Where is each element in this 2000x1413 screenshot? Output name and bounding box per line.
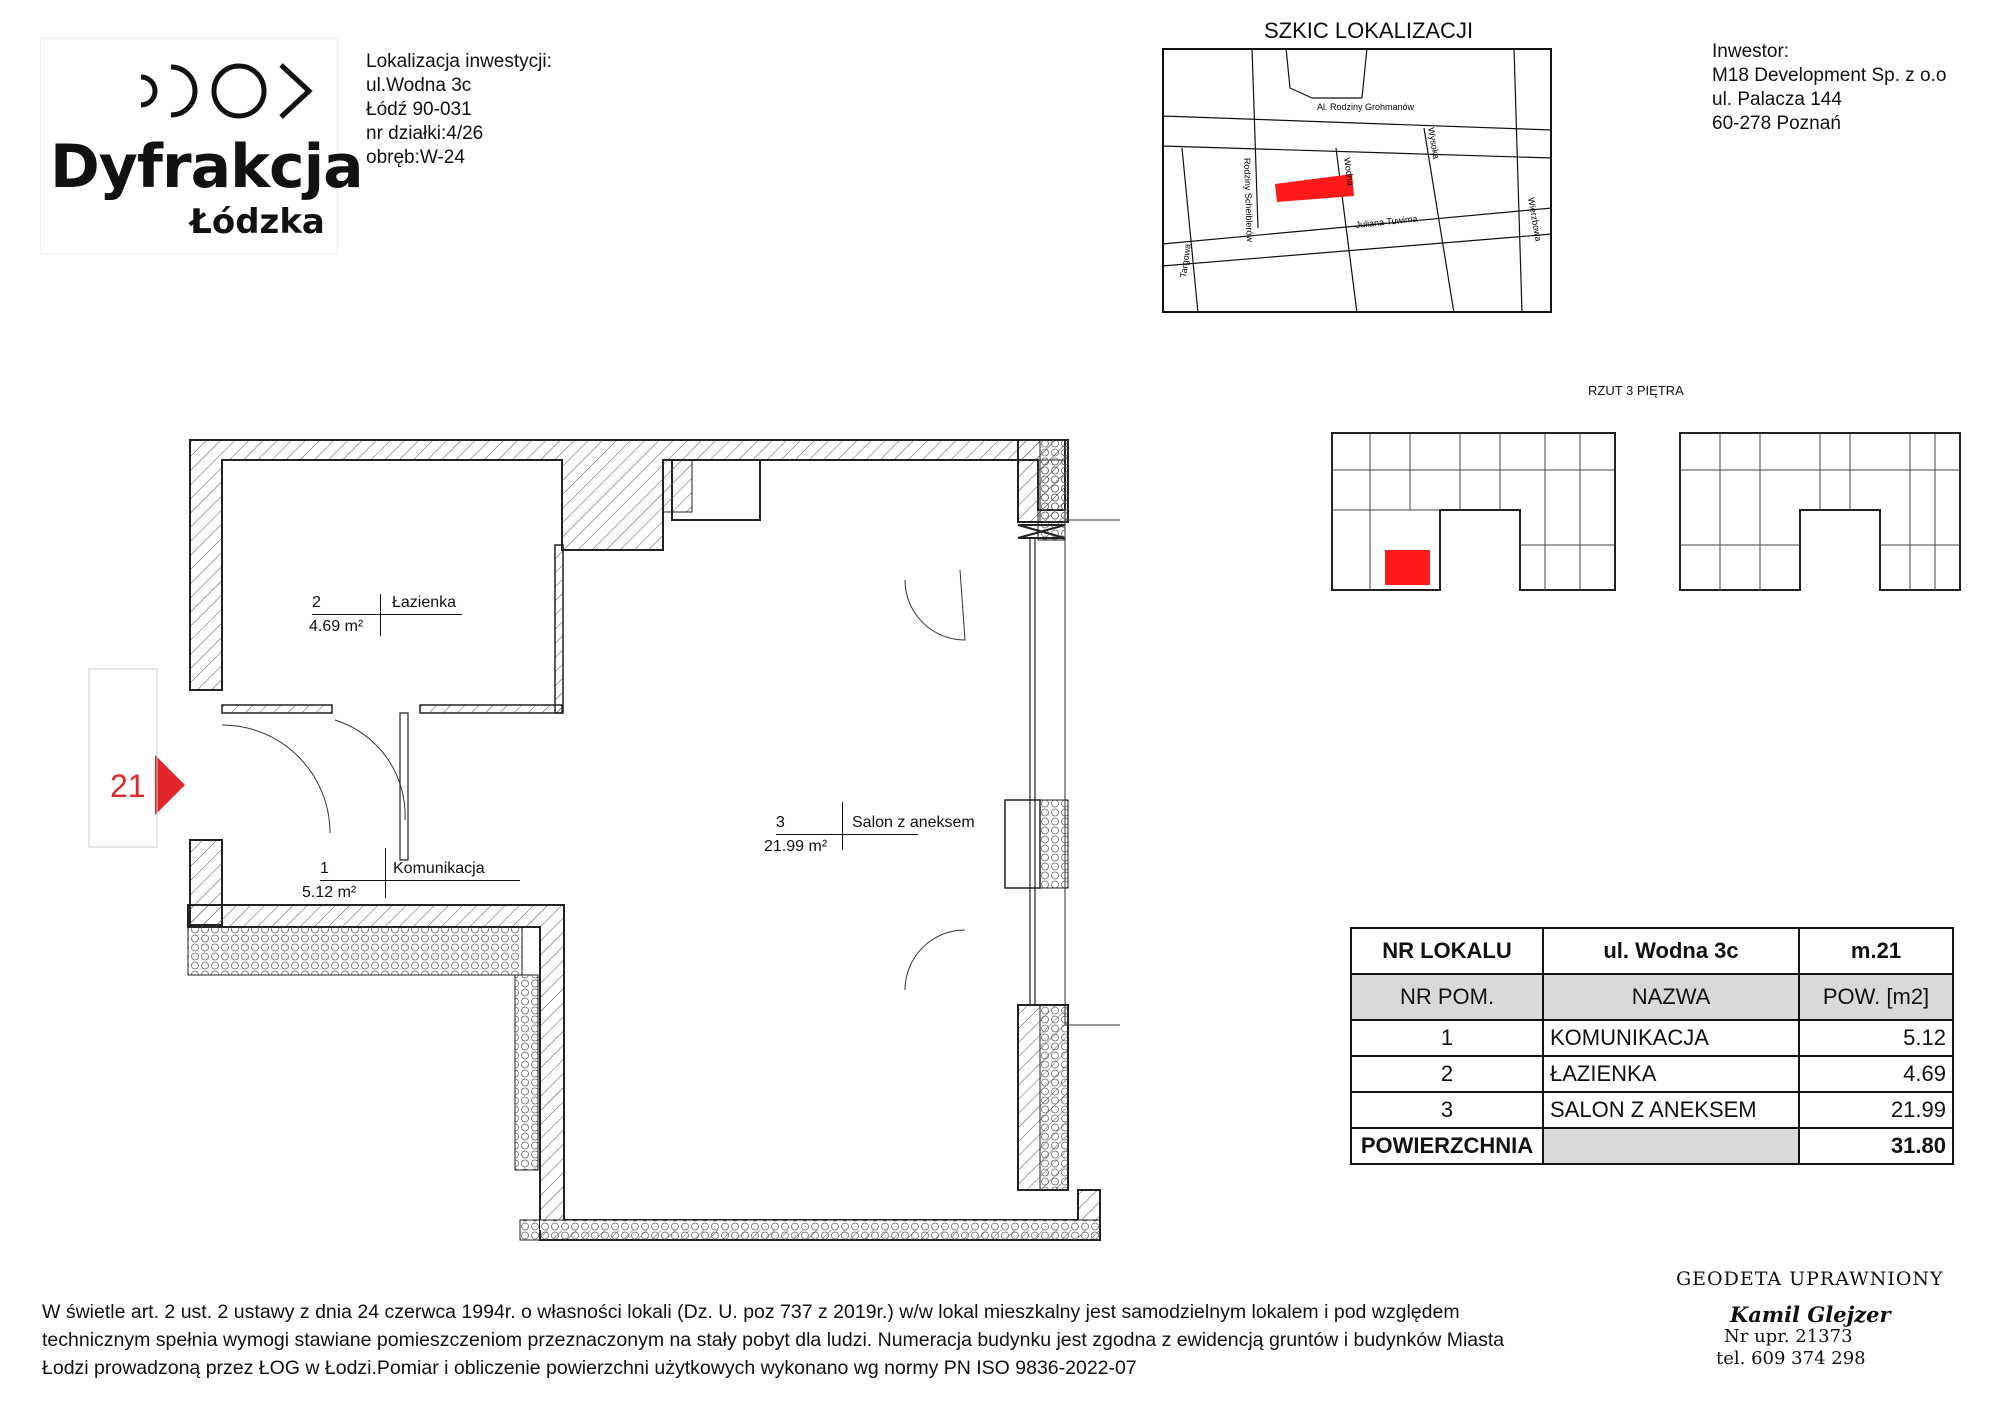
table-header-cell: m.21 [1798, 927, 1954, 975]
stamp-name: Kamil Glejzer [1730, 1302, 1891, 1327]
table-column-header: NR POM. [1350, 973, 1544, 1021]
room-name: Komunikacja [393, 860, 485, 877]
table-header-cell: ul. Wodna 3c [1542, 927, 1800, 975]
unit-entrance-number: 21 [110, 768, 146, 804]
stamp-title: GEODETA UPRAWNIONY [1676, 1268, 1944, 1290]
location-plot: nr działki:4/26 [366, 123, 484, 144]
investor-label: Inwestor: [1712, 41, 1790, 62]
room-area: 21.99 m² [764, 838, 828, 855]
stamp-phone: tel. 609 374 298 [1716, 1348, 1866, 1369]
table-row: 2 ŁAZIENKA 4.69 [1350, 1055, 1954, 1093]
map-street-label: Al. Rodziny Grohmanów [1317, 102, 1415, 112]
logo-subtitle: Łódzka [190, 202, 325, 242]
map-street-label: Rodziny Scheiblerów [1242, 158, 1255, 243]
total-label: POWIERZCHNIA [1350, 1127, 1544, 1165]
entrance-landing [88, 668, 158, 848]
map-highlight-marker [1275, 174, 1354, 202]
map-title: SZKIC LOKALIZACJI [1264, 18, 1474, 43]
legal-note: W świetle art. 2 ust. 2 ustawy z dnia 24… [42, 1298, 1662, 1382]
location-city: Łódź 90-031 [366, 99, 472, 120]
room-area: 4.69 m² [309, 618, 364, 635]
total-value: 31.80 [1798, 1127, 1954, 1165]
room-number: 1 [320, 860, 329, 877]
table-header-cell: NR LOKALU [1350, 927, 1544, 975]
floor-plan-title: RZUT 3 PIĘTRA [1588, 383, 1684, 398]
location-info: Lokalizacja inwestycji: ul.Wodna 3c Łódź… [366, 50, 552, 170]
unit-highlight-marker [1385, 550, 1430, 585]
table-column-header: NAZWA [1542, 973, 1800, 1021]
table-row: 3 SALON Z ANEKSEM 21.99 [1350, 1091, 1954, 1129]
apartment-floor-plan [187, 439, 1120, 1241]
table-column-header: POW. [m2] [1798, 973, 1954, 1021]
entrance-arrow-icon [155, 755, 185, 815]
room-area: 5.12 m² [302, 884, 357, 901]
investor-name: M18 Development Sp. z o.o [1712, 65, 1947, 86]
table-row: 1 KOMUNIKACJA 5.12 [1350, 1019, 1954, 1057]
logo-name: Dyfrakcja [50, 132, 364, 202]
room-2-label: 2 Łazienka 4.69 m² [309, 594, 462, 636]
room-name: Salon z aneksem [852, 814, 975, 831]
investor-street: ul. Palacza 144 [1712, 89, 1842, 110]
logo [40, 38, 338, 254]
table-total-row: POWIERZCHNIA 31.80 [1350, 1127, 1954, 1165]
investor-info: Inwestor: M18 Development Sp. z o.o ul. … [1712, 40, 1946, 136]
unit-area-table: NR LOKALU ul. Wodna 3c m.21 NR POM. NAZW… [1350, 927, 1954, 1165]
investor-city: 60-278 Poznań [1712, 113, 1841, 134]
legal-note-line: Łodzi prowadzoną przez ŁOG w Łodzi.Pomia… [42, 1357, 1137, 1379]
floor-key-plan [1331, 432, 1961, 591]
room-1-label: 1 Komunikacja 5.12 m² [302, 848, 520, 901]
location-map: Al. Rodziny Grohmanów Rodziny Scheibleró… [1162, 48, 1552, 313]
map-street-label: Wodna [1342, 157, 1356, 186]
room-number: 3 [776, 814, 785, 831]
location-precinct: obręb:W-24 [366, 147, 465, 168]
room-number: 2 [312, 594, 321, 611]
legal-note-line: W świetle art. 2 ust. 2 ustawy z dnia 24… [42, 1301, 1460, 1323]
room-3-label: 3 Salon z aneksem 21.99 m² [764, 802, 975, 855]
room-name: Łazienka [392, 594, 457, 611]
logo-mark-icon [140, 63, 313, 119]
location-label: Lokalizacja inwestycji: [366, 51, 552, 72]
location-street: ul.Wodna 3c [366, 75, 472, 96]
map-street-label: Targowa [1178, 243, 1193, 278]
legal-note-line: technicznym spełnia wymogi stawiane pomi… [42, 1329, 1505, 1351]
stamp-license: Nr upr. 21373 [1724, 1326, 1853, 1347]
